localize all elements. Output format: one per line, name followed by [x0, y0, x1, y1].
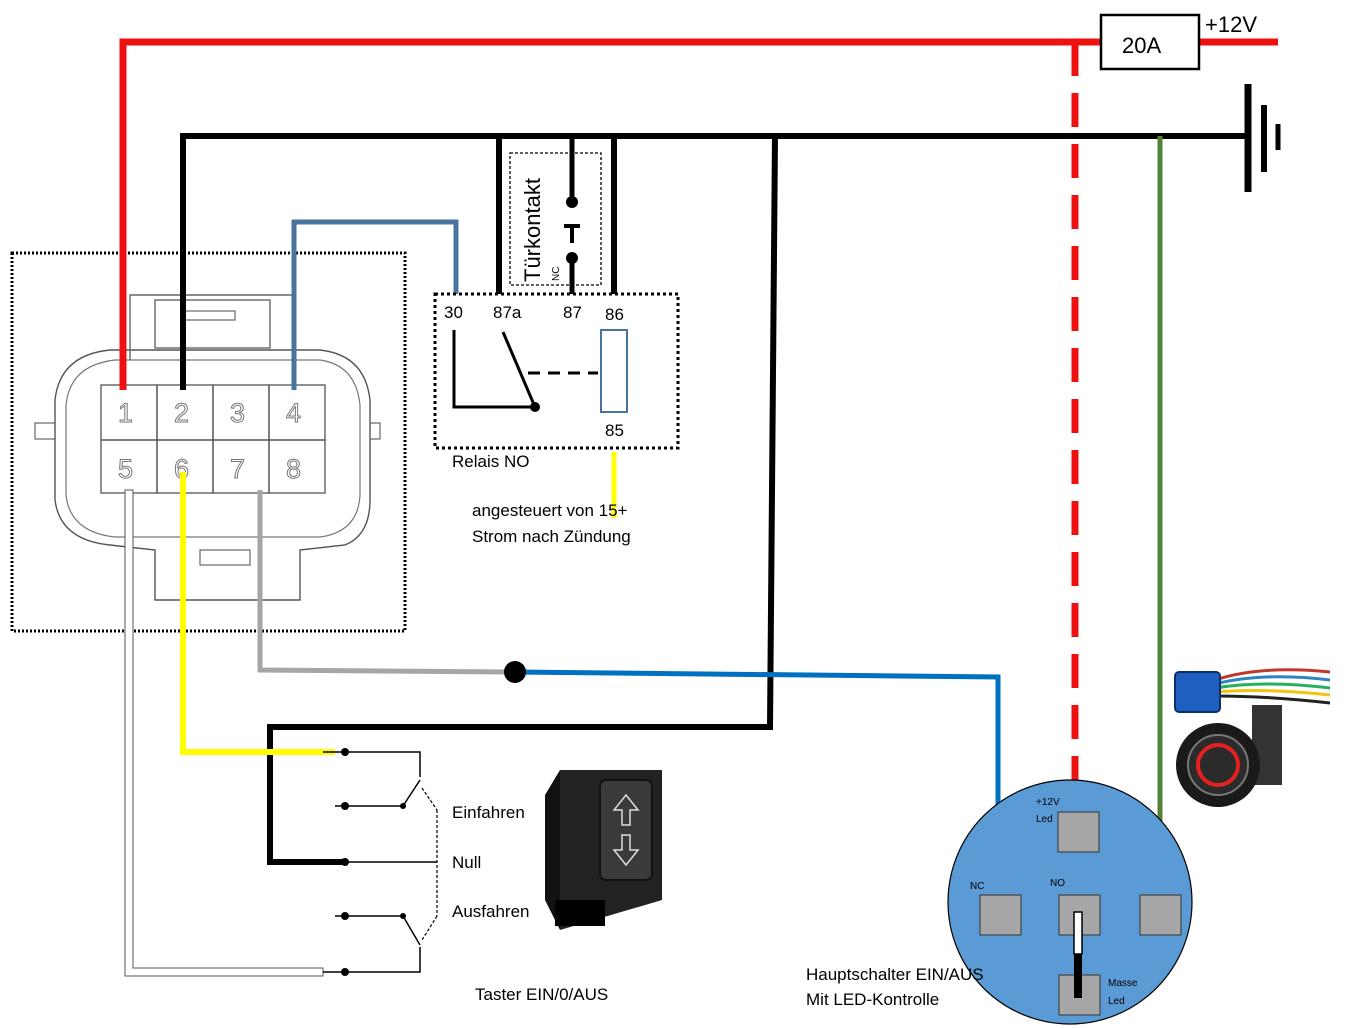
pin-label-2: 2 — [174, 398, 189, 428]
relay-terminal-87: 87 — [563, 303, 582, 322]
pin-label-4: 4 — [286, 398, 301, 428]
wire-yellow-pin6-rocker — [180, 472, 335, 755]
connector-latch-window — [154, 299, 271, 349]
relay-frame — [433, 292, 680, 450]
relay-terminal-85: 85 — [605, 421, 624, 440]
connector-housing — [54, 349, 371, 601]
relay: 30 87a 87 86 85 Relais NO angesteuert vo… — [433, 292, 680, 546]
main-switch-pin-label-led-plus-1: +12V — [1036, 797, 1060, 808]
main-switch-no-bridge-white — [1073, 911, 1083, 955]
connector-bottom-notch — [199, 549, 251, 566]
pin-cell-8 — [268, 439, 326, 494]
connector: 1 2 3 4 5 6 7 8 — [10, 251, 407, 633]
main-switch-pin-label-masse-1: Masse — [1108, 978, 1138, 989]
ground-symbol — [1244, 84, 1281, 192]
door-contact: Türkontakt NC — [509, 136, 602, 294]
main-switch-pin-masse — [1139, 894, 1182, 936]
main-switch-pin-label-nc: NC — [970, 881, 984, 892]
wire-ground-to-rocker — [267, 135, 778, 865]
relay-common-contact — [452, 330, 535, 409]
wire-ground-main — [180, 133, 1248, 390]
main-switch-pin-led-plus — [1057, 811, 1100, 853]
rocker-switch-image — [545, 770, 662, 930]
main-switch-title-line1: Hauptschalter EIN/AUS — [806, 965, 984, 984]
relay-label: Relais NO — [452, 452, 529, 471]
main-switch-title-line2: Mit LED-Kontrolle — [806, 990, 939, 1009]
rocker-label-null: Null — [452, 853, 481, 872]
wire-junction — [504, 661, 526, 683]
connector-dotted-frame — [10, 251, 407, 633]
fuse-box — [1099, 13, 1201, 71]
relay-switch-arm — [501, 331, 537, 408]
rocker-label-out: Ausfahren — [452, 902, 530, 921]
main-switch-pin-nc — [979, 894, 1022, 936]
relay-terminal-86: 86 — [605, 305, 624, 324]
relay-terminal-30: 30 — [444, 303, 463, 322]
rocker-title: Taster EIN/0/AUS — [475, 985, 608, 1004]
pin-label-5: 5 — [118, 454, 133, 484]
connector-side-tab — [34, 422, 56, 440]
relay-coil — [600, 329, 628, 413]
wire-grey-pin7 — [257, 490, 516, 675]
main-switch-pin-label-masse-2: Led — [1108, 996, 1125, 1007]
door-contact-label: Türkontakt — [520, 178, 545, 282]
relay-control-line2: Strom nach Zündung — [472, 527, 631, 546]
connector-housing-inner — [65, 359, 361, 538]
rocker-switch-schematic: Einfahren Null Ausfahren Taster EIN/0/AU… — [323, 748, 608, 1004]
wire-white-pin5 — [124, 489, 324, 977]
main-switch-image — [1174, 668, 1331, 807]
pin-label-8: 8 — [286, 454, 301, 484]
pin-label-3: 3 — [230, 398, 245, 428]
relay-control-line1: angesteuert von 15+ — [472, 501, 628, 520]
wire-red-plus12v — [119, 38, 1278, 390]
main-switch-pin-label-led-plus-2: Led — [1036, 814, 1053, 825]
door-contact-frame — [509, 152, 602, 286]
relay-terminal-87a: 87a — [493, 303, 522, 322]
main-switch: +12V Led NC NO Masse Led Hauptschalter E… — [806, 779, 1193, 1025]
door-contact-type: NC — [551, 267, 562, 281]
pin-label-1: 1 — [118, 398, 133, 428]
fuse: 20A +12V — [1099, 12, 1257, 71]
main-switch-no-bridge-black — [1074, 954, 1082, 998]
wire-steelblue-pin4-relay30 — [291, 219, 459, 390]
connector-latch-slot — [184, 310, 236, 321]
connector-side-tab-right — [369, 422, 381, 440]
supply-label: +12V — [1205, 12, 1257, 37]
pin-label-7: 7 — [230, 454, 245, 484]
main-switch-pin-label-no: NO — [1050, 878, 1065, 889]
rocker-label-in: Einfahren — [452, 803, 525, 822]
fuse-label: 20A — [1122, 33, 1161, 58]
